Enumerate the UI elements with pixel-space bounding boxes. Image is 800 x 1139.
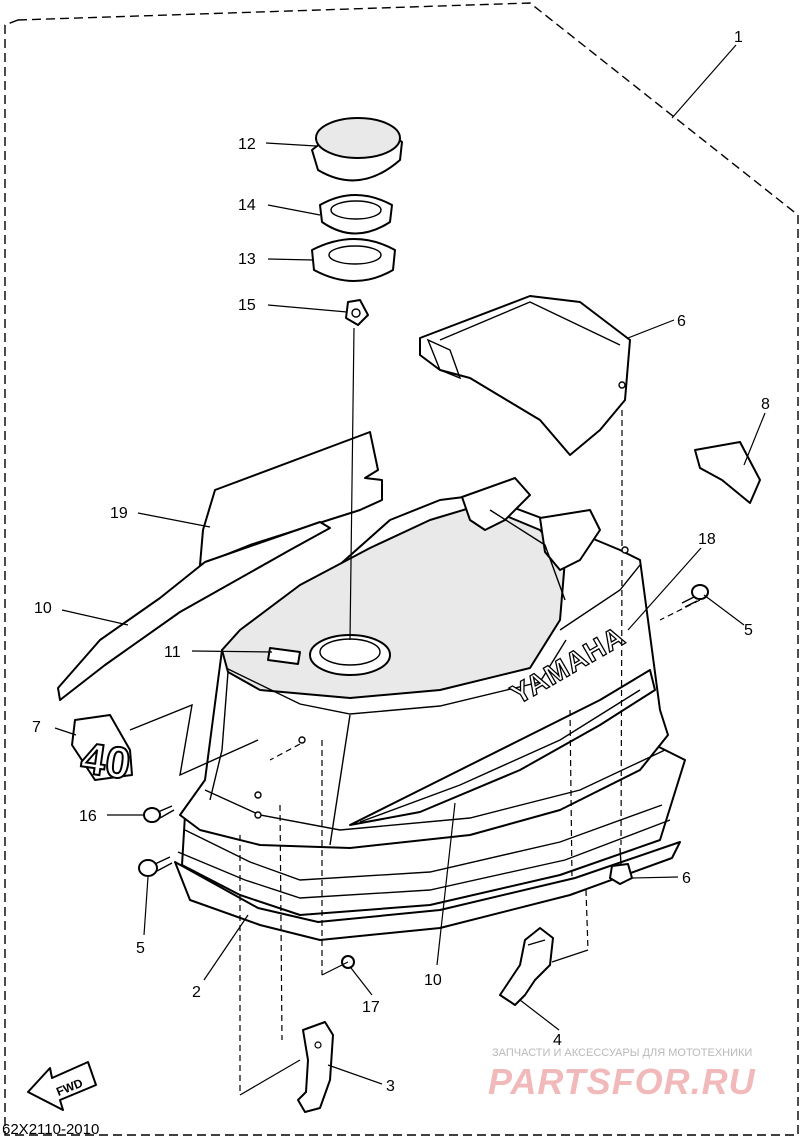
callout-16: 16 <box>79 808 97 825</box>
filler-cap-stack <box>311 117 403 326</box>
callout-19: 19 <box>110 505 128 522</box>
lock-bracket <box>499 927 554 1006</box>
part-code: 62X2110-2010 <box>2 1121 99 1138</box>
top-cowling: YAMAHA <box>179 477 669 849</box>
callout-1: 1 <box>734 29 743 46</box>
callout-5-right: 5 <box>744 622 753 639</box>
callout-5-left: 5 <box>136 940 145 957</box>
decal-guide <box>129 703 259 777</box>
callout-9: 8 <box>761 396 770 413</box>
callout-10-right: 10 <box>424 972 442 989</box>
callout-12: 12 <box>238 136 256 153</box>
callout-17: 17 <box>362 999 380 1016</box>
assembly-guides <box>239 410 701 1095</box>
callout-10-left: 10 <box>34 600 52 617</box>
callout-2: 2 <box>192 984 201 1001</box>
screw-16 <box>143 805 175 823</box>
rear-cover <box>419 295 631 456</box>
callout-11: 11 <box>164 644 181 661</box>
callout-18: 18 <box>698 531 716 548</box>
callout-4: 4 <box>553 1032 562 1049</box>
side-stripe-decal-upper <box>199 431 383 566</box>
bolt-7 <box>609 847 633 885</box>
watermark-logo: PARTSFOR.RU <box>488 1061 756 1102</box>
model-decal: 40 <box>71 714 134 790</box>
screw-5-right <box>681 584 709 608</box>
callout-3: 3 <box>386 1078 395 1095</box>
callout-13: 13 <box>238 251 256 268</box>
lock-hook <box>297 1021 334 1113</box>
callout-14: 14 <box>238 197 256 214</box>
watermark-caption: ЗАПЧАСТИ И АКСЕССУАРЫ ДЛЯ МОТОТЕХНИКИ <box>492 1047 752 1059</box>
callout-15: 15 <box>238 297 256 314</box>
callout-numbers: 1 12 14 13 15 6 8 19 18 10 5 11 7 16 6 5… <box>32 29 770 1095</box>
callout-7: 6 <box>682 870 691 887</box>
leader-lines <box>54 44 766 1085</box>
svg-text:40: 40 <box>78 734 133 789</box>
forward-direction-arrow: FWD <box>27 1061 97 1111</box>
cap-plate <box>694 441 761 504</box>
callout-6: 6 <box>677 313 686 330</box>
callout-8: 7 <box>32 719 41 736</box>
assembly-boundary <box>4 2 799 1136</box>
screw-5-left <box>138 856 173 877</box>
side-stripe-decal-lower <box>57 521 331 701</box>
